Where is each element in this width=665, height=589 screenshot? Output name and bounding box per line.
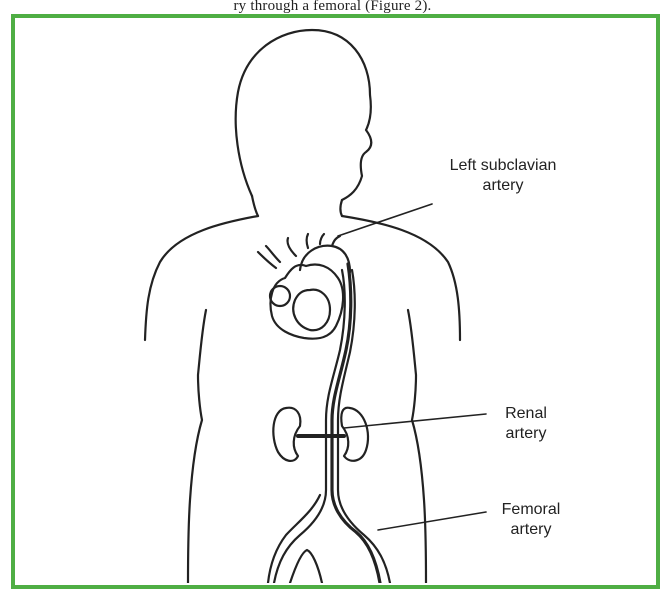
heart-lobe [270, 286, 290, 306]
left-arm-line [188, 310, 206, 583]
renal-label: Renal artery [486, 404, 566, 444]
left-shoulder [145, 216, 258, 340]
right-kidney [341, 408, 368, 461]
subclavian-pointer [338, 204, 432, 236]
aortic-arch [300, 246, 350, 272]
right-arm-line [408, 310, 426, 583]
crotch-line [290, 550, 322, 583]
neck-right [341, 200, 343, 216]
neck-left [252, 196, 258, 216]
femoral-label-line1: Femoral [486, 500, 576, 520]
femoral-label: Femoral artery [486, 500, 576, 540]
branch-3 [320, 234, 324, 244]
renal-label-line1: Renal [486, 404, 566, 424]
renal-label-line2: artery [486, 424, 566, 444]
head-outline [236, 30, 372, 200]
subclavian-label-line1: Left subclavian [418, 156, 588, 176]
branch-2 [307, 234, 309, 248]
catheter [332, 264, 380, 583]
subclavian-label-line2: artery [418, 176, 588, 196]
femoral-pointer [378, 512, 486, 530]
heart-chamber [293, 290, 330, 331]
heart-outline [271, 265, 344, 339]
femoral-label-line2: artery [486, 520, 576, 540]
right-shoulder [342, 216, 460, 340]
branch-4 [332, 236, 340, 246]
left-kidney [273, 408, 300, 461]
branch-1 [287, 238, 296, 256]
left-vessel-2 [266, 246, 280, 262]
subclavian-label: Left subclavian artery [418, 156, 588, 196]
